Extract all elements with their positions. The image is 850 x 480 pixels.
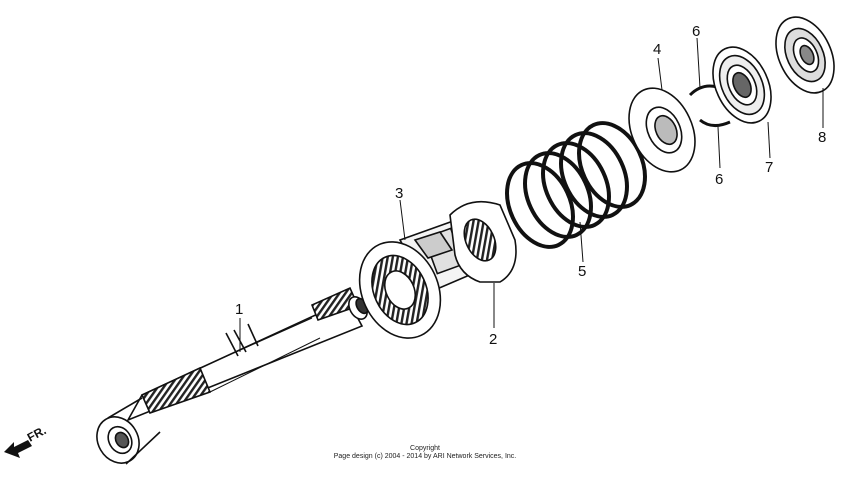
coil-spring bbox=[505, 121, 647, 249]
copyright-line-2: Page design (c) 2004 - 2014 by ARI Netwo… bbox=[333, 453, 517, 460]
washer bbox=[628, 87, 696, 173]
callout-6-upper: 6 bbox=[692, 23, 700, 40]
clutch-hub bbox=[358, 214, 502, 339]
cam-holder bbox=[449, 200, 517, 283]
callout-5: 5 bbox=[578, 263, 586, 280]
callout-8: 8 bbox=[818, 129, 826, 146]
shaft bbox=[96, 286, 369, 465]
ball-bearing bbox=[712, 46, 772, 124]
copyright-line-1: Copyright bbox=[410, 445, 440, 452]
callout-4: 4 bbox=[653, 41, 661, 58]
callout-1: 1 bbox=[235, 301, 243, 318]
callout-2: 2 bbox=[489, 331, 497, 348]
oil-seal bbox=[775, 16, 835, 94]
callout-7: 7 bbox=[765, 159, 773, 176]
callout-3: 3 bbox=[395, 185, 403, 202]
leader-lines bbox=[239, 37, 824, 352]
snap-ring-lower bbox=[699, 118, 731, 127]
callout-6-lower: 6 bbox=[715, 171, 723, 188]
